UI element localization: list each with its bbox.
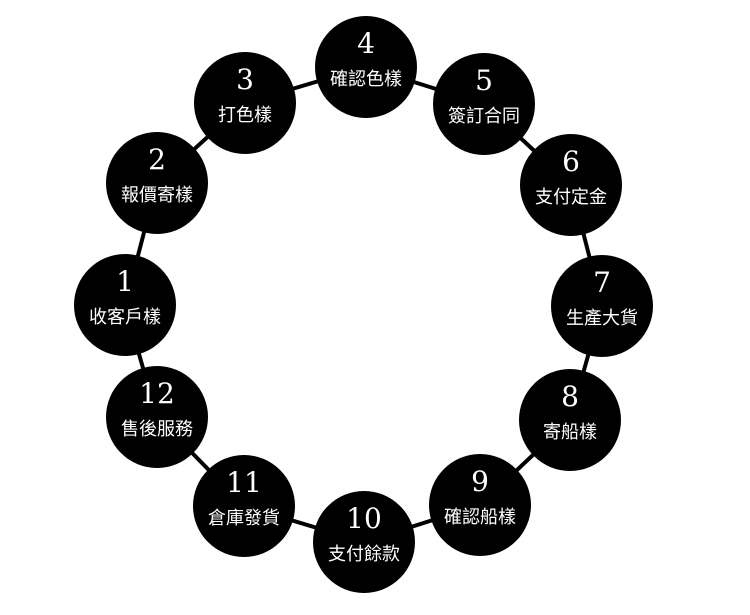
step-number: 1 [116, 265, 134, 298]
step-number: 6 [562, 145, 580, 178]
step-label: 報價寄樣 [121, 185, 193, 206]
step-number: 12 [139, 377, 175, 410]
step-circle [106, 366, 208, 468]
step-label: 支付餘款 [328, 544, 400, 565]
step-node-1: 1 收客戶樣 [74, 254, 176, 356]
step-number: 11 [226, 466, 262, 499]
step-number: 2 [148, 143, 166, 176]
step-node-12: 12 售後服務 [106, 366, 208, 468]
step-node-10: 10 支付餘款 [313, 491, 415, 593]
step-node-8: 8 寄船樣 [519, 369, 621, 471]
step-circle [106, 132, 208, 234]
step-number: 10 [346, 502, 382, 535]
step-number: 5 [475, 64, 493, 97]
step-circle [520, 134, 622, 236]
step-label: 寄船樣 [543, 422, 597, 443]
step-node-2: 2 報價寄樣 [106, 132, 208, 234]
step-number: 9 [471, 465, 489, 498]
step-circle [429, 454, 531, 556]
step-label: 倉庫發貨 [208, 508, 280, 529]
step-node-4: 4 確認色樣 [315, 16, 417, 118]
step-label: 確認船樣 [444, 507, 516, 528]
step-node-9: 9 確認船樣 [429, 454, 531, 556]
step-circle [194, 52, 296, 154]
step-node-3: 3 打色樣 [194, 52, 296, 154]
step-circle [193, 455, 295, 557]
step-number: 7 [593, 266, 611, 299]
step-node-6: 6 支付定金 [520, 134, 622, 236]
step-circle [74, 254, 176, 356]
step-circle [551, 255, 653, 357]
step-label: 打色樣 [218, 105, 272, 126]
step-circle [519, 369, 621, 471]
step-circle [313, 491, 415, 593]
step-label: 收客戶樣 [89, 307, 161, 328]
step-number: 8 [561, 380, 579, 413]
step-label: 支付定金 [535, 187, 607, 208]
step-label: 生產大貨 [566, 308, 638, 329]
step-node-11: 11 倉庫發貨 [193, 455, 295, 557]
step-label: 簽訂合同 [448, 106, 520, 127]
step-node-7: 7 生產大貨 [551, 255, 653, 357]
step-circle [315, 16, 417, 118]
step-label: 售後服務 [121, 419, 193, 440]
step-number: 4 [357, 27, 375, 60]
ring-connectors [123, 65, 604, 544]
step-node-5: 5 簽訂合同 [433, 53, 535, 155]
step-nodes: 1 收客戶樣 2 報價寄樣 3 打色樣 4 確認色樣 5 簽訂合同 6 支付定金 7 生產大貨 8 寄船樣 9 確… [74, 16, 653, 593]
step-number: 3 [236, 63, 254, 96]
step-label: 確認色樣 [330, 69, 402, 90]
step-circle [433, 53, 535, 155]
